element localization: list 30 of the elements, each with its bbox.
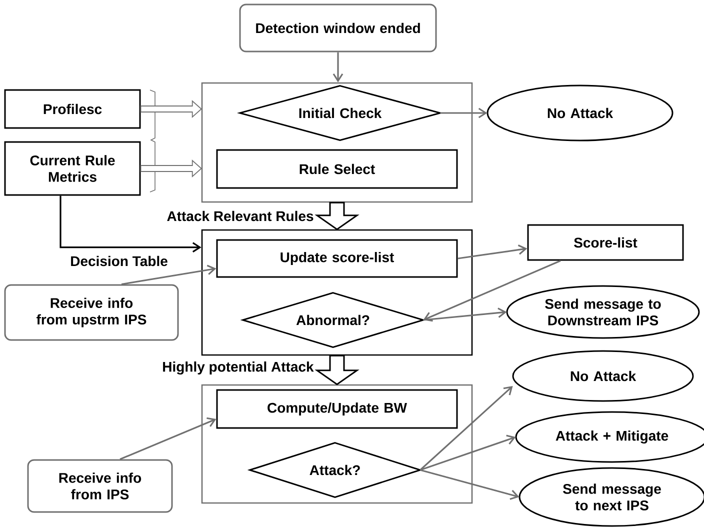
arrow bbox=[420, 469, 520, 500]
input-box: Profilesc bbox=[4, 89, 141, 129]
arrow bbox=[423, 260, 561, 322]
group-box bbox=[201, 82, 473, 203]
arrow bbox=[121, 264, 216, 286]
edge-label: Decision Table bbox=[69, 254, 169, 268]
input-box: Current Rule Metrics bbox=[4, 141, 141, 196]
hollow-arrow bbox=[140, 160, 202, 178]
start-box: Detection window ended bbox=[239, 4, 437, 52]
group-box bbox=[201, 229, 473, 356]
data-box: Score-list bbox=[527, 224, 684, 261]
arrow bbox=[332, 52, 344, 82]
process-box: Compute/Update BW bbox=[216, 389, 458, 429]
input-box: Receive info from IPS bbox=[27, 459, 173, 513]
arrow bbox=[120, 417, 216, 460]
process-box: Rule Select bbox=[216, 149, 458, 189]
arrow bbox=[440, 108, 488, 118]
arrow bbox=[60, 196, 202, 253]
block-arrow bbox=[314, 202, 360, 230]
arrow bbox=[420, 434, 516, 471]
arrow bbox=[423, 308, 507, 321]
block-arrow bbox=[314, 354, 360, 386]
input-box: Receive info from upstrm IPS bbox=[4, 284, 179, 341]
edge-label: Attack Relevant Rules bbox=[166, 210, 315, 222]
edge-label: Highly potential Attack bbox=[161, 360, 315, 376]
group-box bbox=[201, 384, 473, 504]
process-box: Update score-list bbox=[216, 239, 458, 278]
hollow-arrow bbox=[140, 100, 202, 118]
arrow bbox=[420, 386, 513, 471]
arrow bbox=[458, 244, 528, 260]
